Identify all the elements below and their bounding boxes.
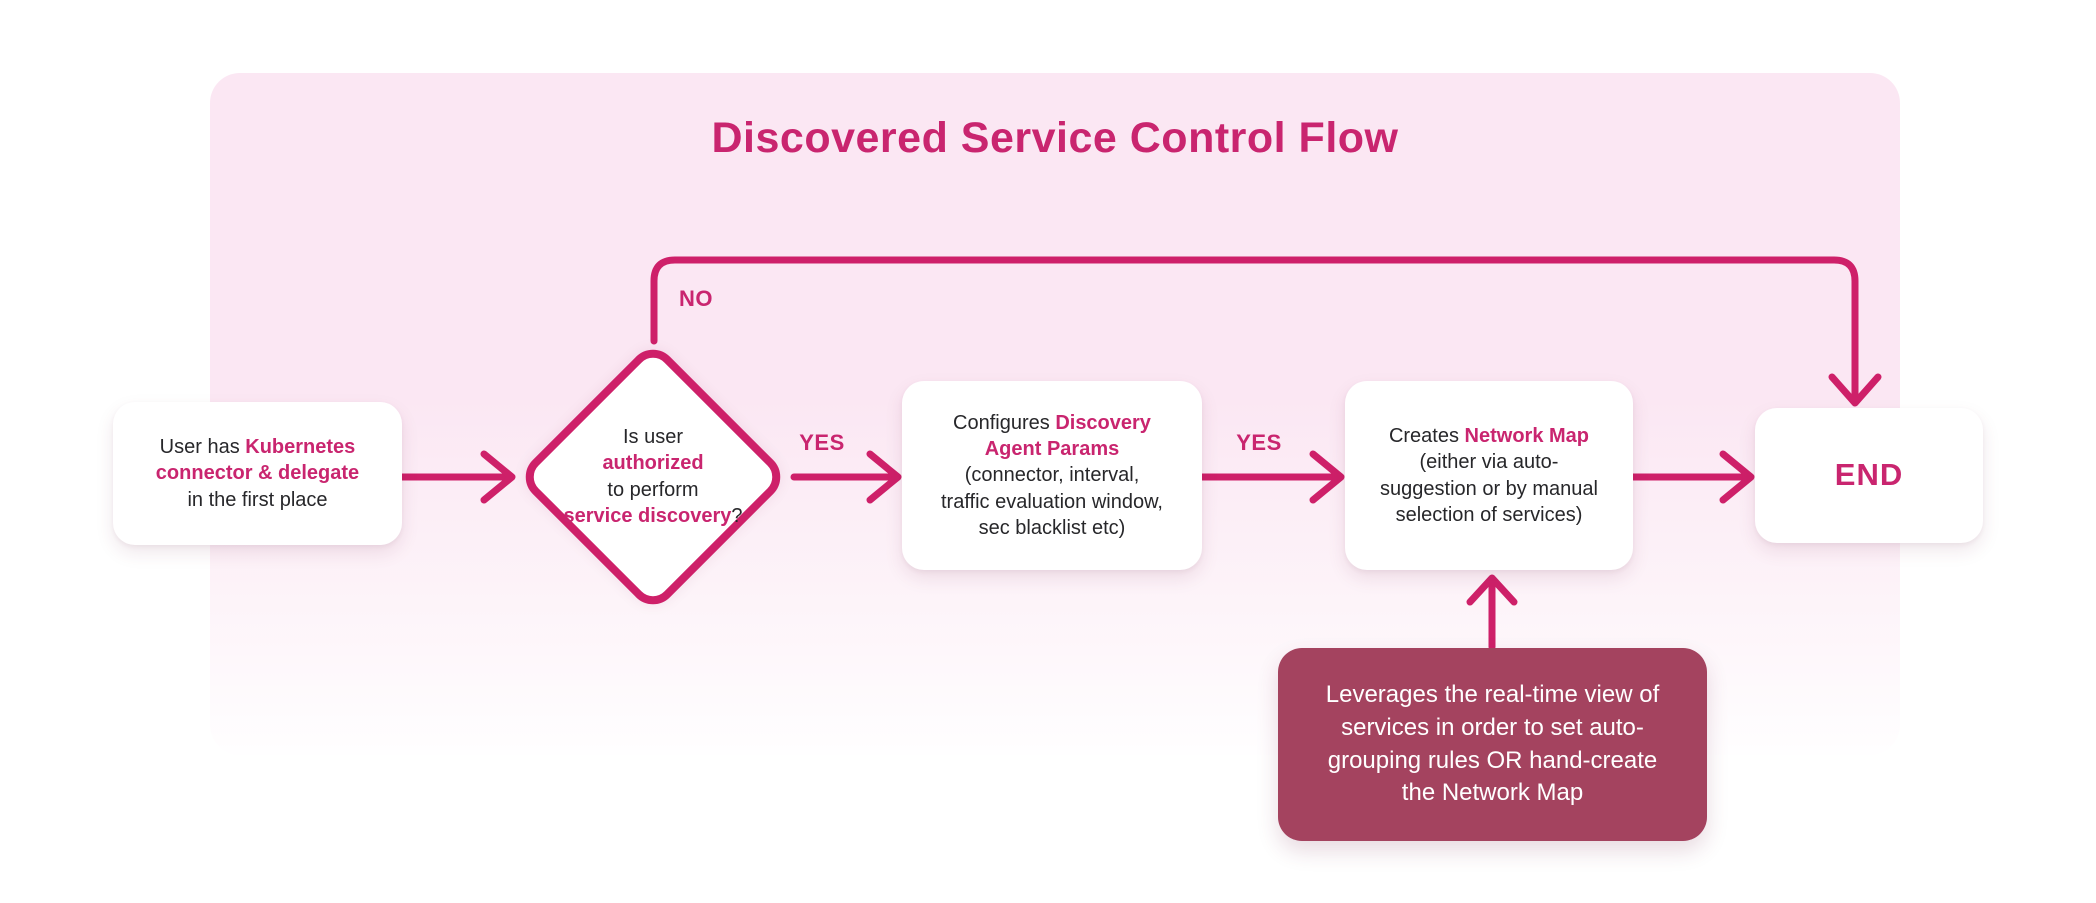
node-create-network-map: Creates Network Map (either via auto- su… xyxy=(1345,381,1633,570)
node-start-text: User has Kubernetes connector & delegate… xyxy=(155,435,360,511)
arrowhead-start-to-decision xyxy=(480,450,516,504)
arrowhead-decision-to-configure xyxy=(866,450,902,504)
note-box: Leverages the real-time view of services… xyxy=(1278,648,1707,841)
node-start: User has Kubernetes connector & delegate… xyxy=(113,402,402,545)
edge-label-yes-first: YES xyxy=(799,430,845,455)
diagram-title: Discovered Service Control Flow xyxy=(711,114,1399,162)
edge-label-no: NO xyxy=(679,286,713,311)
arrowhead-create-to-end xyxy=(1719,450,1755,504)
edge-label-yes-second: YES xyxy=(1236,430,1282,455)
node-configure-discovery-params: Configures Discovery Agent Params (conne… xyxy=(902,381,1202,570)
arrowhead-configure-to-create xyxy=(1309,450,1345,504)
edge-no-to-end xyxy=(650,256,1859,400)
node-end-label: END xyxy=(1834,457,1904,493)
arrowhead-no-to-end xyxy=(1828,373,1882,407)
node-create-text: Creates Network Map (either via auto- su… xyxy=(1380,424,1598,526)
arrowhead-note-to-create xyxy=(1466,574,1518,606)
node-end: END xyxy=(1755,408,1983,543)
decision-diamond-text: Is user authorized to perform service di… xyxy=(563,426,743,528)
node-configure-text: Configures Discovery Agent Params (conne… xyxy=(941,411,1163,540)
